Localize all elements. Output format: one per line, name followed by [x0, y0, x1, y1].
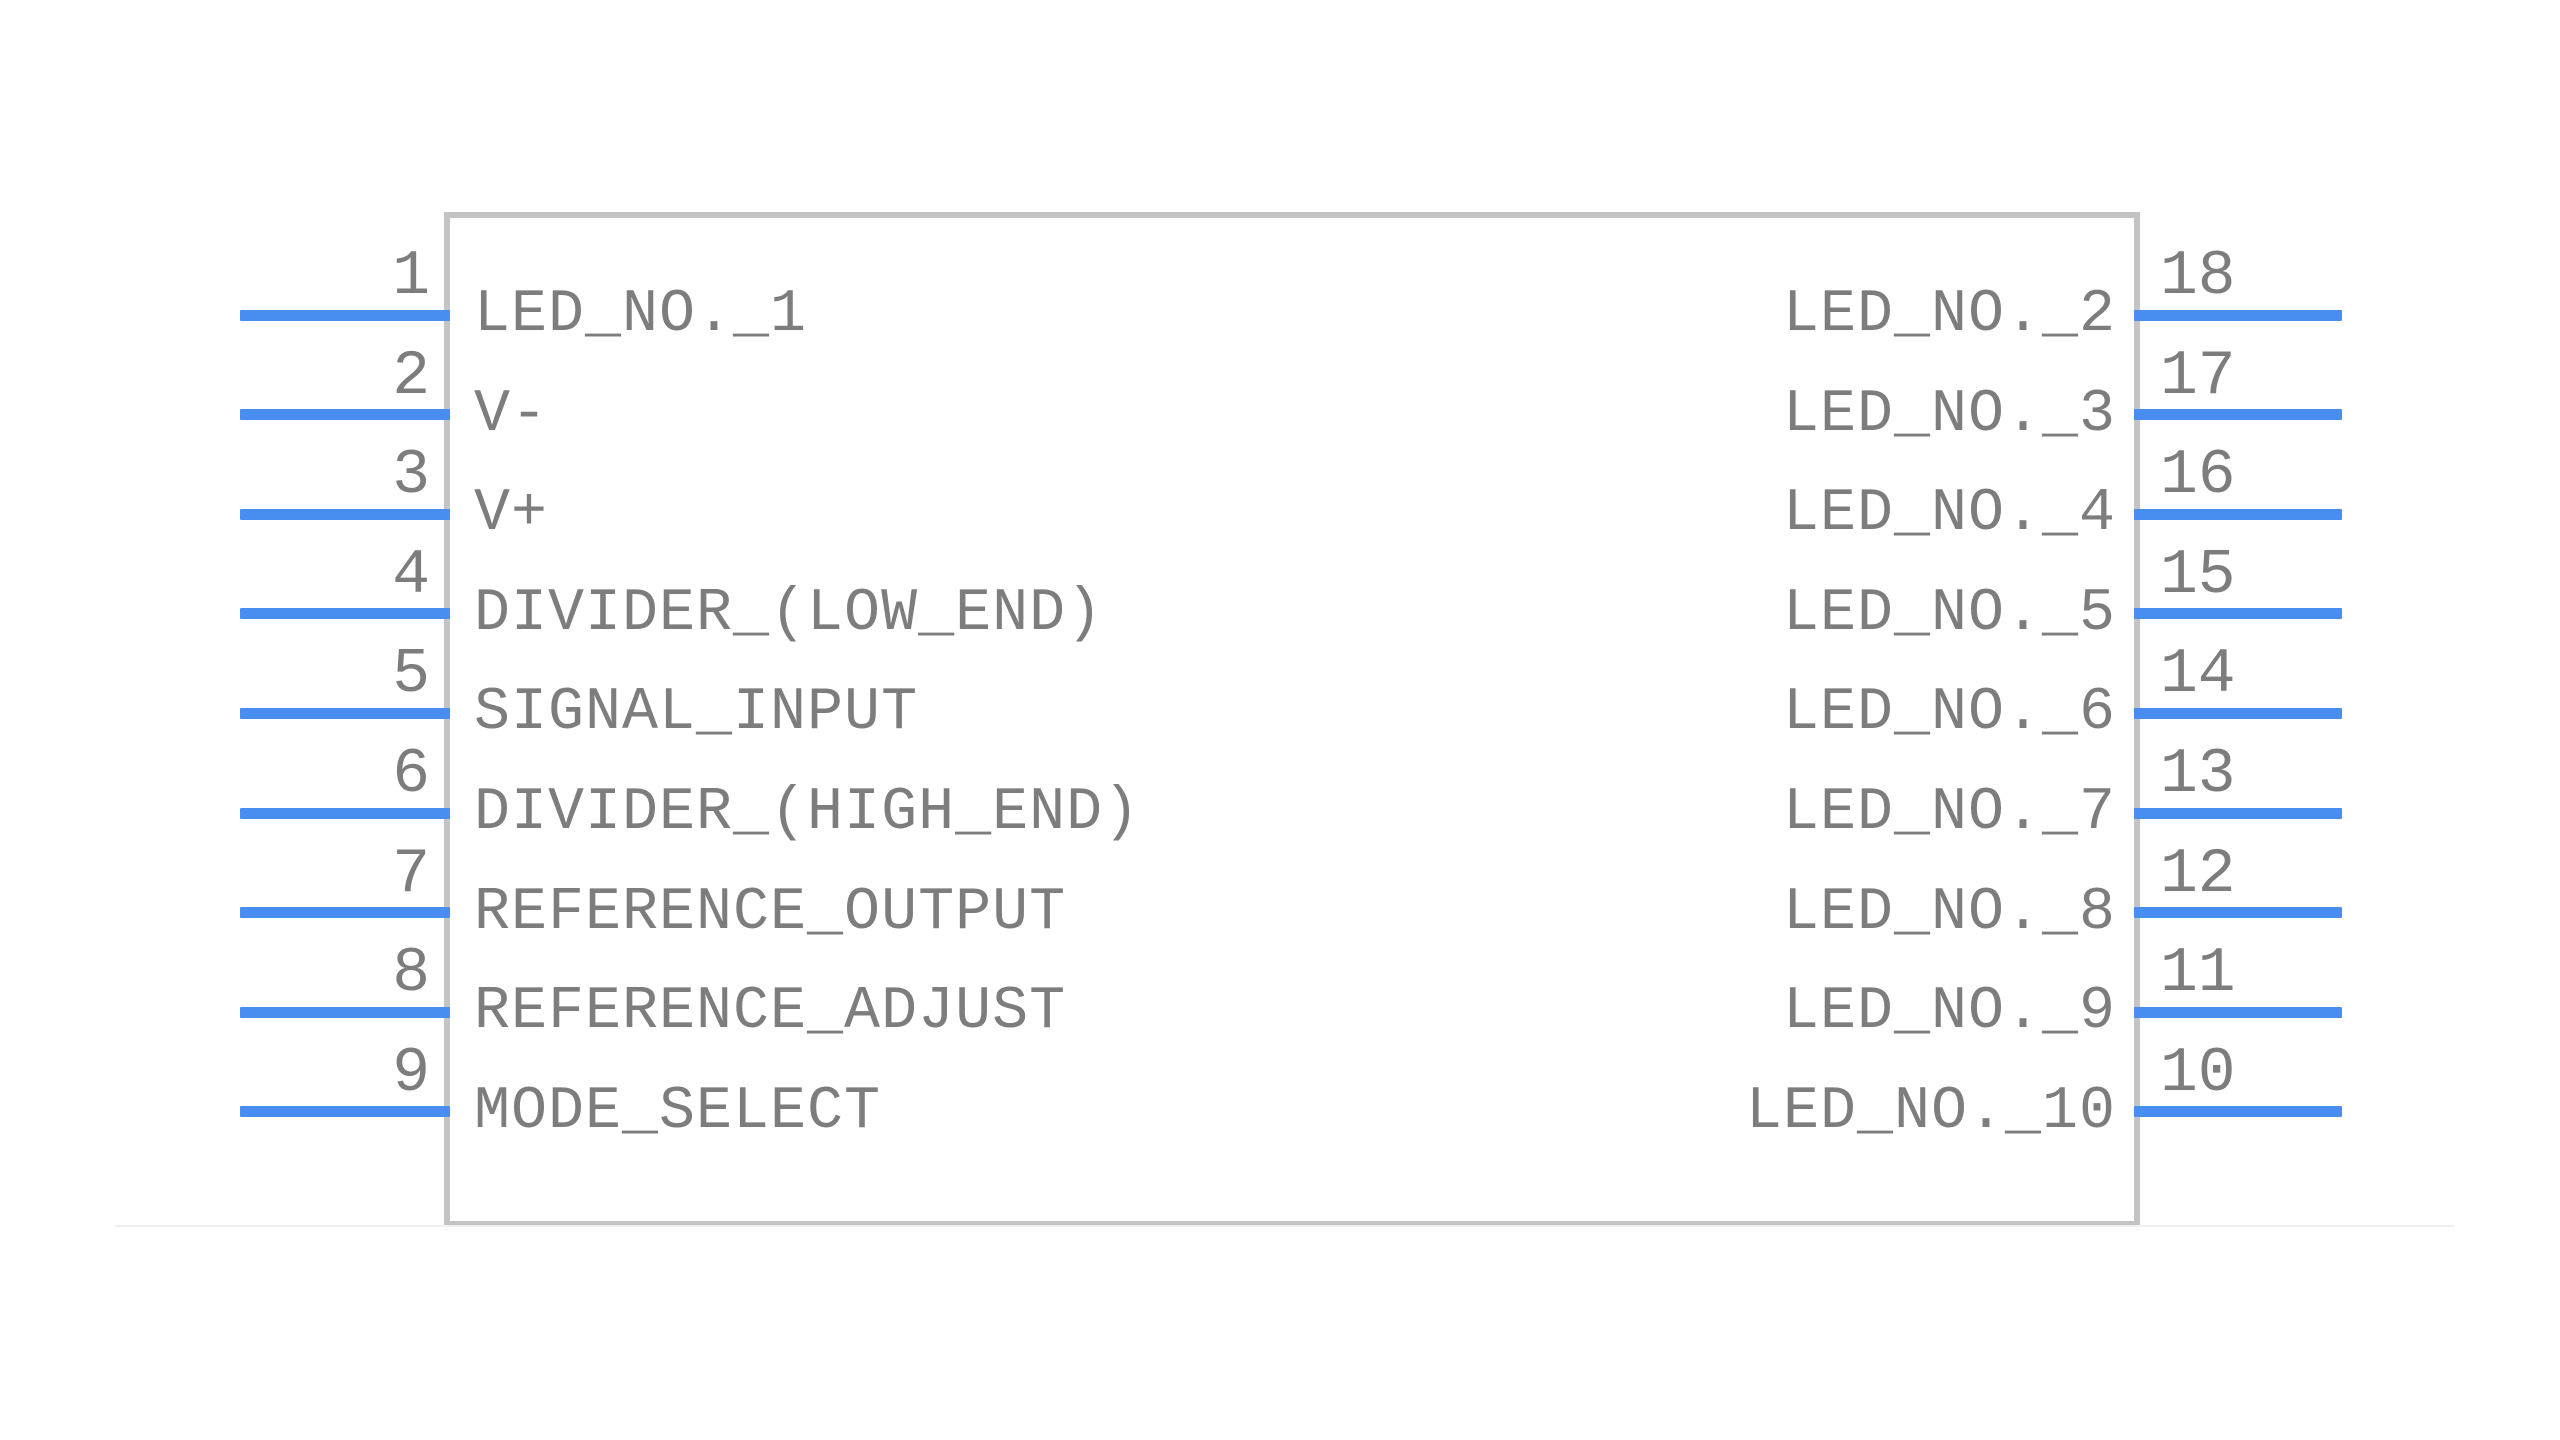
pin-number-4: 4: [392, 539, 430, 611]
pin-label-1: LED_NO._1: [474, 281, 808, 349]
pin-label-6: DIVIDER_(HIGH_END): [474, 779, 1141, 847]
pin-number-18: 18: [2160, 241, 2236, 312]
pin-wire-5[interactable]: [240, 707, 450, 719]
pin-number-5: 5: [392, 639, 430, 711]
pin-label-9: MODE_SELECT: [474, 1077, 882, 1146]
pin-label-13: LED_NO._7: [1782, 779, 2116, 847]
pin-label-5: SIGNAL_INPUT: [474, 679, 919, 748]
pin-number-7: 7: [392, 838, 430, 910]
pin-number-16: 16: [2160, 440, 2236, 512]
pin-label-14: LED_NO._6: [1782, 679, 2116, 748]
pin-number-17: 17: [2160, 340, 2236, 412]
pin-number-10: 10: [2160, 1037, 2236, 1109]
pin-label-11: LED_NO._9: [1782, 978, 2116, 1047]
pin-wire-12[interactable]: [2134, 907, 2342, 919]
pin-wire-16[interactable]: [2134, 508, 2342, 520]
bottom-divider-rule: [115, 1225, 2455, 1227]
pin-label-4: DIVIDER_(LOW_END): [474, 579, 1104, 648]
pin-number-15: 15: [2160, 539, 2236, 611]
pin-wire-6[interactable]: [240, 807, 450, 819]
pin-label-2: V-: [474, 380, 549, 449]
pin-number-12: 12: [2160, 838, 2236, 910]
pin-wire-2[interactable]: [240, 409, 450, 421]
pin-wire-7[interactable]: [240, 907, 450, 919]
pin-label-7: REFERENCE_OUTPUT: [474, 878, 1067, 947]
pin-wire-15[interactable]: [2134, 608, 2342, 620]
pin-wire-14[interactable]: [2134, 707, 2342, 719]
component-body-outline: [444, 212, 2140, 1227]
pin-number-2: 2: [392, 340, 430, 412]
pin-wire-4[interactable]: [240, 608, 450, 620]
pin-number-3: 3: [392, 440, 430, 512]
pin-number-11: 11: [2160, 938, 2236, 1010]
pin-label-8: REFERENCE_ADJUST: [474, 978, 1067, 1047]
pin-wire-8[interactable]: [240, 1006, 450, 1018]
pin-number-8: 8: [392, 938, 430, 1010]
pin-wire-3[interactable]: [240, 508, 450, 520]
pin-number-9: 9: [392, 1037, 430, 1109]
pin-wire-18[interactable]: [2134, 309, 2342, 321]
pin-number-1: 1: [392, 241, 430, 312]
pin-wire-17[interactable]: [2134, 409, 2342, 421]
pin-wire-10[interactable]: [2134, 1106, 2342, 1118]
pin-wire-1[interactable]: [240, 309, 450, 321]
pin-number-14: 14: [2160, 639, 2236, 711]
pin-wire-13[interactable]: [2134, 807, 2342, 819]
pin-label-15: LED_NO._5: [1782, 579, 2116, 648]
pin-label-12: LED_NO._8: [1782, 878, 2116, 947]
pin-wire-11[interactable]: [2134, 1006, 2342, 1018]
pin-number-6: 6: [392, 739, 430, 810]
pin-label-16: LED_NO._4: [1782, 480, 2116, 549]
pin-label-3: V+: [474, 480, 549, 549]
pin-label-17: LED_NO._3: [1782, 380, 2116, 449]
pin-wire-9[interactable]: [240, 1106, 450, 1118]
pin-label-18: LED_NO._2: [1782, 281, 2116, 349]
pin-label-10: LED_NO._10: [1745, 1077, 2116, 1146]
pin-number-13: 13: [2160, 739, 2236, 810]
